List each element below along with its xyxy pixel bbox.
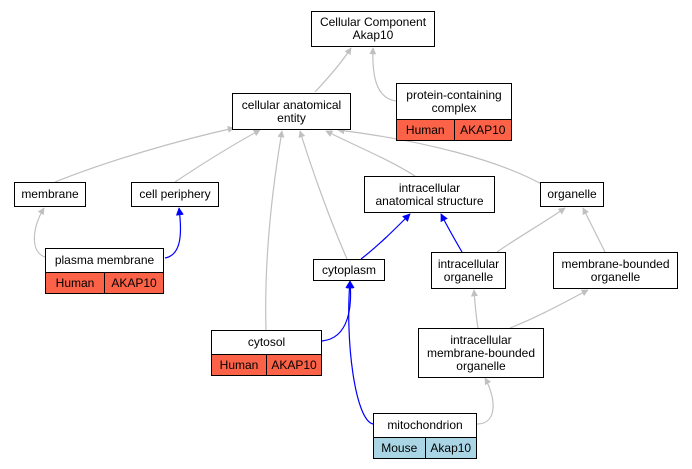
edge-pm-part-of-periphery [164, 207, 184, 259]
edge-pcc-to-root [369, 47, 397, 102]
node-label: membrane-bounded organelle [561, 256, 670, 284]
node-label: organelle [547, 187, 597, 201]
node-membrane-bounded-organelle[interactable]: membrane-bounded organelle [553, 252, 678, 289]
annotation-row: Human AKAP10 [46, 272, 163, 293]
species-label: Human [212, 355, 266, 375]
species-label: Mouse [374, 438, 425, 458]
edge-membrane-to-cae [54, 125, 235, 183]
species-label: Human [397, 120, 454, 140]
node-label: Cellular Component Akap10 [319, 15, 427, 42]
edge-mbo-to-organelle [582, 207, 606, 253]
node-organelle[interactable]: organelle [540, 182, 604, 207]
node-protein-containing-complex[interactable]: protein-containing complex Human AKAP10 [396, 83, 512, 141]
node-plasma-membrane[interactable]: plasma membrane Human AKAP10 [45, 248, 164, 294]
gene-label: AKAP10 [453, 120, 511, 140]
edge-iorg-part-of-ias [440, 213, 463, 253]
edge-cytosol-to-cae [265, 130, 285, 331]
node-label: intracellular anatomical structure [375, 180, 484, 208]
node-label: intracellular organelle [437, 256, 500, 284]
node-cellular-component-root[interactable]: Cellular Component Akap10 [311, 11, 435, 47]
gene-label: AKAP10 [266, 355, 321, 375]
node-label: cytoplasm [321, 262, 377, 277]
node-label: membrane [21, 187, 79, 201]
edge-mito-to-imbo [476, 377, 494, 425]
edge-cae-to-root [314, 47, 352, 93]
edge-imbo-to-iorg [470, 289, 479, 329]
edge-ias-to-cae [325, 130, 416, 177]
node-label: cell periphery [139, 187, 211, 201]
node-cell-periphery[interactable]: cell periphery [131, 182, 219, 207]
gene-label: Akap10 [424, 438, 476, 458]
edge-pm-to-membrane [33, 207, 46, 258]
node-label: intracellular membrane-bounded organelle [426, 332, 536, 373]
node-cellular-anatomical-entity[interactable]: cellular anatomical entity [232, 93, 351, 130]
node-mitochondrion[interactable]: mitochondrion Mouse Akap10 [373, 413, 477, 459]
species-label: Human [46, 273, 104, 293]
node-intracellular-organelle[interactable]: intracellular organelle [431, 252, 506, 289]
edge-organelle-to-cae [337, 127, 546, 187]
edge-cytosol-part-of-cytoplasm [321, 280, 355, 342]
node-label: plasma membrane [54, 253, 155, 267]
edge-cytoplasm-part-of-ias [360, 213, 411, 260]
edge-iorg-to-organelle [496, 207, 566, 253]
annotation-row: Mouse Akap10 [374, 437, 476, 458]
node-label: cytosol [247, 335, 286, 349]
node-cytoplasm[interactable]: cytoplasm [313, 259, 385, 281]
node-intracellular-membrane-bounded-organelle[interactable]: intracellular membrane-bounded organelle [418, 328, 544, 378]
node-label: protein-containing complex [406, 87, 502, 115]
gene-label: AKAP10 [104, 273, 163, 293]
node-cytosol[interactable]: cytosol Human AKAP10 [211, 330, 322, 376]
node-membrane[interactable]: membrane [14, 182, 86, 207]
annotation-row: Human AKAP10 [212, 354, 321, 375]
edge-periphery-to-cae [174, 129, 261, 183]
edge-mito-part-of-cytoplasm [345, 280, 374, 425]
edge-cytoplasm-to-cae [298, 130, 348, 260]
node-label: cellular anatomical entity [241, 97, 342, 125]
node-label: mitochondrion [387, 418, 463, 432]
annotation-row: Human AKAP10 [397, 119, 511, 140]
node-intracellular-anatomical-structure[interactable]: intracellular anatomical structure [364, 176, 495, 213]
edge-imbo-to-mbo [509, 289, 589, 329]
